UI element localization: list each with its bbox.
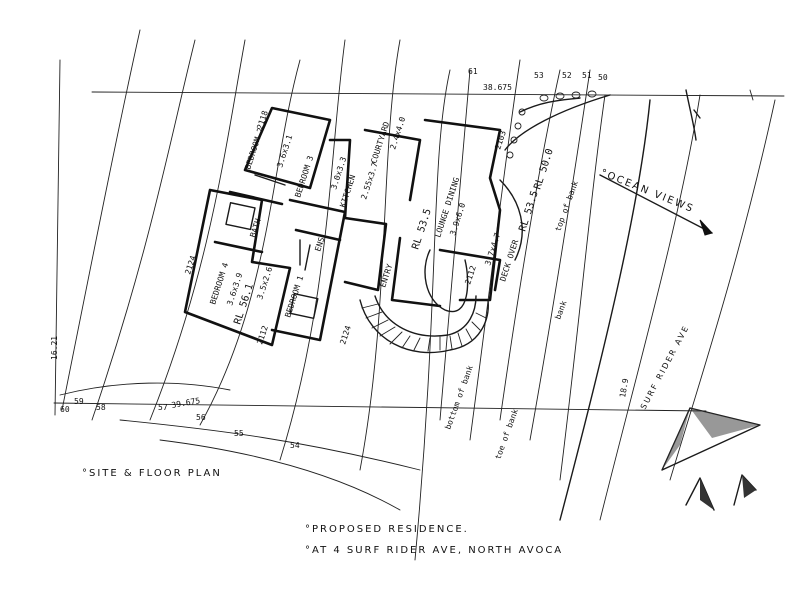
contour-59: 59 <box>74 397 84 406</box>
bank-label: bank <box>553 299 568 320</box>
north-arrow-icon <box>661 407 761 511</box>
toe-of-bank-label: toe of bank <box>493 408 520 461</box>
house-plan <box>183 106 523 347</box>
contour-52: 52 <box>562 71 572 80</box>
dim-top: 38.675 <box>483 83 512 92</box>
dim-bottom: 39.675 <box>171 396 201 410</box>
boundary-tick <box>749 89 754 101</box>
dim-left: 16.21 <box>50 336 59 360</box>
site-floor-plan-title: °SITE & FLOOR PLAN <box>82 468 222 479</box>
room-deck: DECK OVER <box>498 238 520 282</box>
contour-lines <box>59 29 776 561</box>
property-boundary <box>53 59 785 416</box>
contour-50: 50 <box>598 73 608 82</box>
level-main: RL 53.5 <box>410 207 433 250</box>
contour-56: 56 <box>196 413 206 422</box>
level-right: RL 50.0 <box>532 147 555 190</box>
contour-53: 53 <box>534 71 544 80</box>
dim-bedroom1: 3.5x2.6 <box>255 266 274 301</box>
contour-61: 61 <box>468 67 478 76</box>
address-title: °AT 4 SURF RIDER AVE, NORTH AVOCA <box>305 545 563 556</box>
stone-path <box>359 249 489 354</box>
dim-kitchen: 2.55x3.7 <box>359 161 380 201</box>
boundary-north <box>91 91 785 97</box>
contour-54: 54 <box>290 441 300 450</box>
boundary-south <box>53 402 707 412</box>
level-deck: RL 53.5 <box>517 189 540 232</box>
contour-55: 55 <box>234 429 244 438</box>
dim-wall-3: 2124 <box>338 324 353 345</box>
top-of-bank-label: top of bank <box>553 180 580 233</box>
street-edge <box>559 99 651 521</box>
contour-60: 60 <box>60 405 70 414</box>
room-bedroom2: BEDROOM 2 <box>243 126 265 170</box>
boundary-west <box>54 59 61 416</box>
rock-wall <box>506 108 526 159</box>
room-bath: BATH <box>248 217 263 238</box>
dim-right: 18.9 <box>618 378 630 399</box>
dim-wall-6: 2103 <box>493 129 508 150</box>
dim-wall-4: 2112 <box>463 264 478 285</box>
dim-bedroom2: 3.6x3.1 <box>275 134 294 169</box>
proposed-residence-title: °PROPOSED RESIDENCE. <box>305 524 469 535</box>
contour-57: 57 <box>158 403 168 412</box>
room-ens: ENS <box>313 236 326 253</box>
bottom-bank-label: bottom of bank <box>443 364 475 431</box>
ocean-views-arrow <box>599 89 713 236</box>
contour-58: 58 <box>96 403 106 412</box>
driveway <box>504 90 611 151</box>
contour-51: 51 <box>582 71 592 80</box>
dim-courtyard: 2.4x4.0 <box>388 116 407 151</box>
